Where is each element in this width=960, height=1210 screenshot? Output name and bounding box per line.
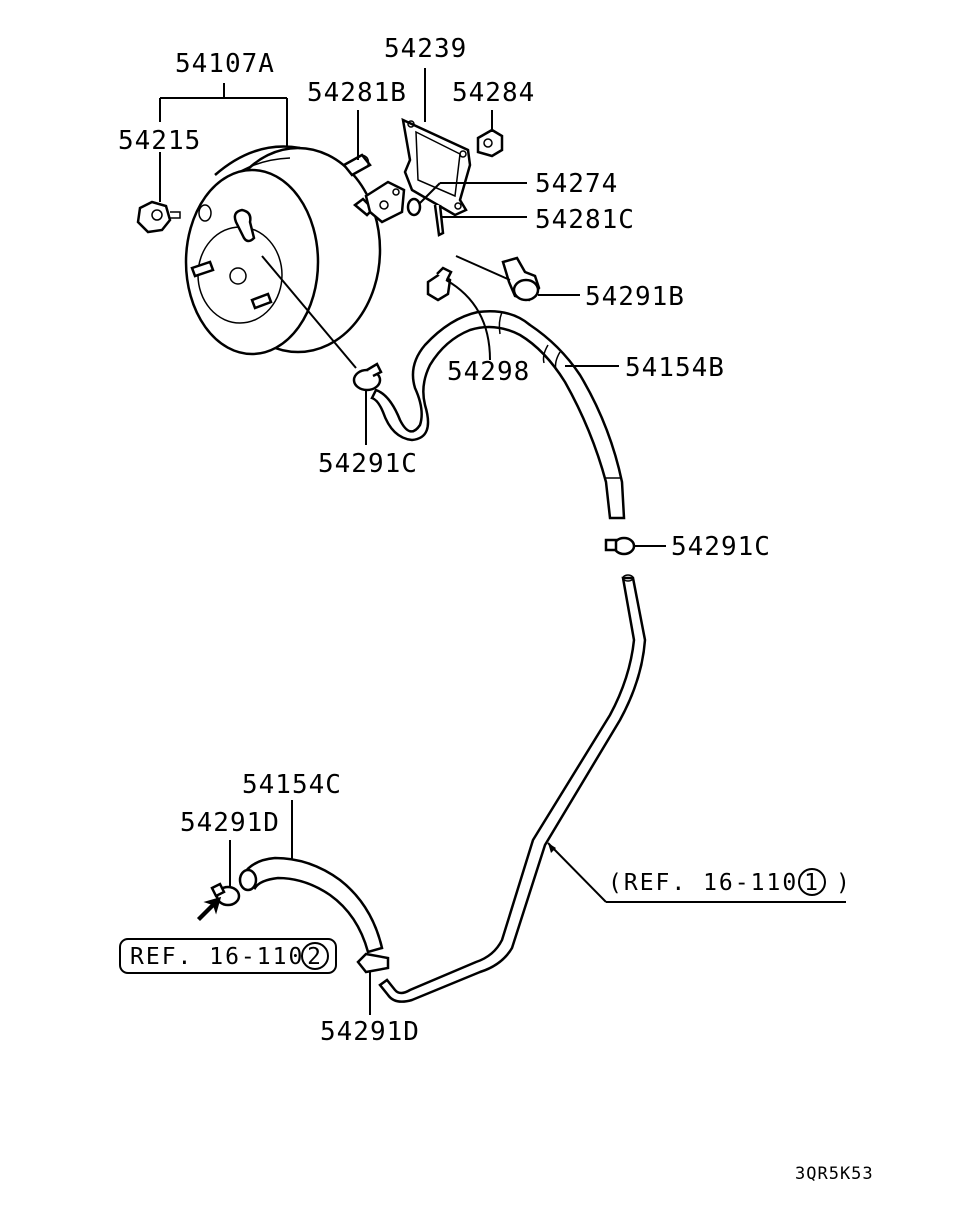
label-54284: 54284 [452, 78, 535, 108]
ref-callout-1-circle [798, 868, 826, 896]
label-54239: 54239 [384, 34, 467, 64]
nut-54284 [476, 128, 504, 158]
brake-booster [184, 145, 382, 356]
washer-54274 [406, 197, 422, 217]
cotter-pin-54281C [433, 204, 445, 237]
label-54154C: 54154C [242, 770, 342, 800]
diagram-code: 3QR5K53 [795, 1164, 874, 1184]
hose-54154C [238, 856, 384, 954]
leader-lines [159, 68, 846, 1015]
label-54154B: 54154B [625, 353, 725, 383]
clamp-54291C-middle [604, 536, 636, 556]
nut-54215 [136, 200, 181, 234]
label-54215: 54215 [118, 126, 201, 156]
label-54281C: 54281C [535, 205, 635, 235]
ref-callout-2-circle [301, 942, 329, 970]
ref-callout-2-box [119, 938, 337, 974]
label-54291B: 54291B [585, 282, 685, 312]
ref-callout-2-number: 2 [307, 944, 323, 970]
clamp-54291C-upper [352, 362, 383, 392]
label-54291D-upper: 54291D [180, 808, 280, 838]
label-54281B: 54281B [307, 78, 407, 108]
ref-callout-1[interactable]: (REF. 16-110 1 ) [608, 868, 852, 896]
clamp-54291B [501, 256, 541, 302]
label-54298: 54298 [447, 357, 530, 387]
hose-54154B [370, 310, 626, 520]
direction-arrow-icon [196, 896, 222, 922]
pin-54281B [342, 153, 372, 177]
ref-callout-2-text: REF. 16-110 [130, 944, 304, 970]
label-54291C-upper: 54291C [318, 449, 418, 479]
clamp-54291D-left [210, 882, 241, 907]
clamp-54291D-bottom [356, 952, 390, 974]
gasket-54239 [401, 117, 472, 217]
ref-callout-1-close: ) [836, 870, 852, 896]
ref-callout-1-number: 1 [804, 870, 820, 896]
label-54274: 54274 [535, 169, 618, 199]
ref-callout-2[interactable]: REF. 16-110 2 [119, 938, 337, 974]
label-54107A: 54107A [175, 49, 275, 79]
label-54291D-lower: 54291D [320, 1017, 420, 1047]
label-54291C-middle: 54291C [671, 532, 771, 562]
ref-callout-1-text: (REF. 16-110 [608, 870, 798, 896]
vacuum-pipe [378, 574, 647, 1003]
clevis [364, 180, 406, 224]
fitting-54298 [426, 266, 453, 302]
